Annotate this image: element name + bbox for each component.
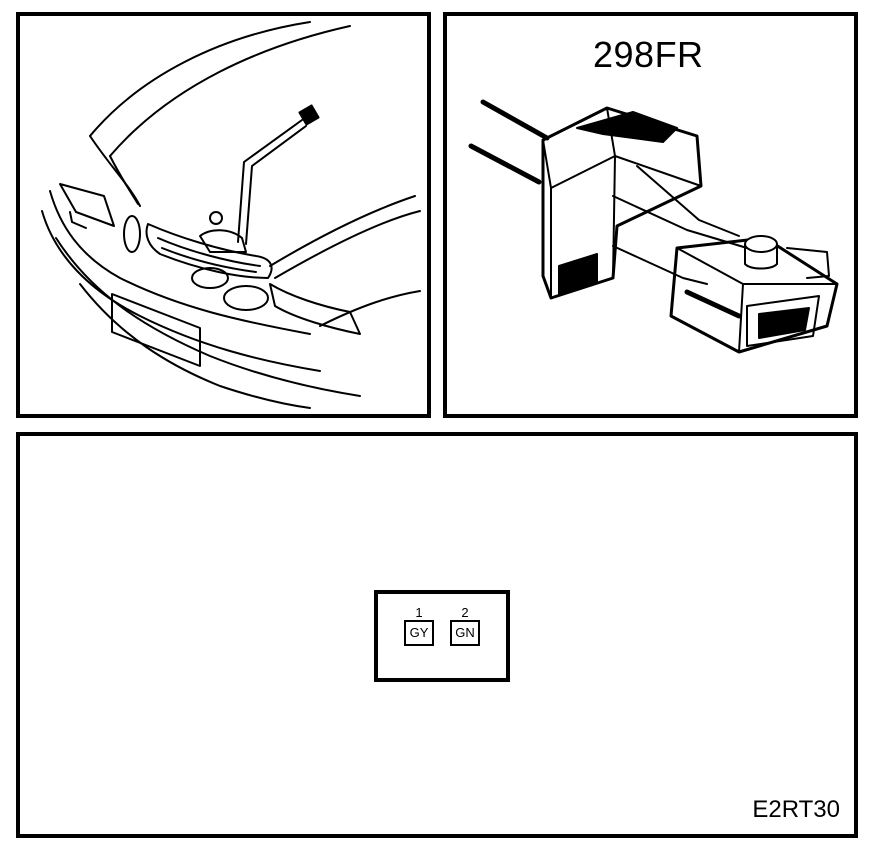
connector-pin-block: 1 GY 2 GN <box>374 590 510 682</box>
connector-code: 298FR <box>593 34 704 75</box>
pin-number: 2 <box>461 605 469 620</box>
pin-1: 1 GY <box>402 606 436 646</box>
diagram-code: E2RT30 <box>752 796 840 823</box>
pin-2: 2 GN <box>448 606 482 646</box>
car-front-hood-icon <box>41 21 421 409</box>
pinout-panel: 1 GY 2 GN E2RT30 <box>16 432 858 838</box>
connector-view-panel: 298FR <box>443 12 858 418</box>
pin-wire-color: GY <box>404 620 434 646</box>
connector-housing-icon <box>468 99 839 354</box>
car-location-panel <box>16 12 431 418</box>
pin-number: 1 <box>415 605 423 620</box>
pin-wire-color: GN <box>450 620 480 646</box>
